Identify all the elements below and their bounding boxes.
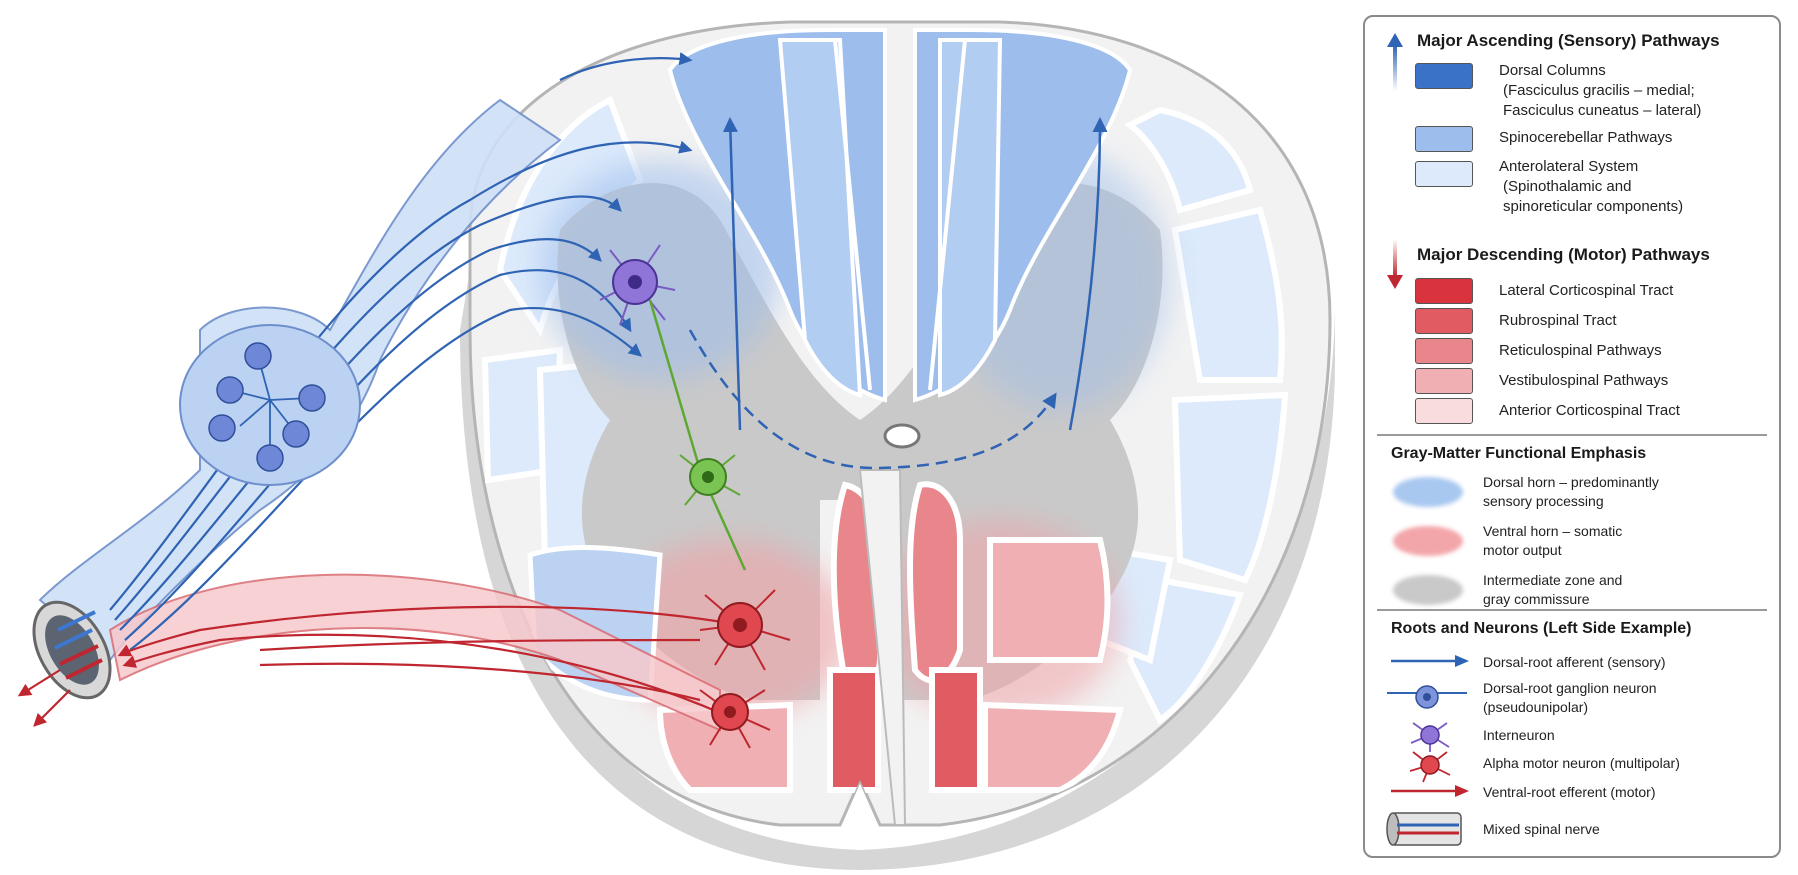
- interneuron-icon: [1410, 722, 1450, 752]
- swatch-spinocerebellar: [1415, 126, 1473, 152]
- interneuron-cell: [599, 244, 676, 326]
- ganglion-neuron-icon: [1387, 685, 1467, 709]
- dorsal-root-ganglion: [179, 324, 361, 486]
- swatch-reticulospinal: [1415, 338, 1473, 364]
- legend-panel: Major Ascending (Sensory) Pathways Dorsa…: [1363, 15, 1781, 858]
- dorsal-root-afferents: [109, 52, 693, 651]
- swatch-dorsal-columns: [1415, 63, 1473, 89]
- afferent-arrow-icon: [1391, 655, 1469, 667]
- intermediate-zone-swatch: [1393, 575, 1463, 605]
- central-canal: [883, 423, 921, 449]
- dorsal-horn-sensory-glow: [540, 160, 780, 380]
- label-efferent: Ventral-root efferent (motor): [1483, 784, 1656, 800]
- label-dorsal-horn: Dorsal horn – predominantly sensory proc…: [1483, 474, 1659, 509]
- ventral-root-efferents: [17, 605, 741, 727]
- label-mixed-spinal-nerve: Mixed spinal nerve: [1483, 821, 1600, 837]
- label-ganglion-neuron: Dorsal-root ganglion neuron (pseudounipo…: [1483, 680, 1657, 715]
- ascending-heading: Major Ascending (Sensory) Pathways: [1417, 31, 1720, 50]
- label-dorsal-columns: Dorsal Columns (Fasciculus gracilis – me…: [1499, 62, 1702, 119]
- label-alpha-motor-neuron: Alpha motor neuron (multipolar): [1483, 755, 1680, 771]
- spinal-cord-diagram: [17, 20, 1335, 870]
- mixed-spinal-nerve-icon: [1386, 812, 1462, 846]
- alpha-motor-neuron-cells: [699, 589, 791, 749]
- divider-2: [1377, 609, 1767, 611]
- ventral-horn-swatch: [1393, 526, 1463, 556]
- alpha-motor-neuron-icon: [1409, 751, 1451, 783]
- swatch-anterolateral: [1415, 161, 1473, 187]
- label-lateral-corticospinal: Lateral Corticospinal Tract: [1499, 282, 1674, 299]
- descending-heading: Major Descending (Motor) Pathways: [1417, 245, 1710, 264]
- descending-tracts: [656, 481, 1124, 793]
- roots-heading: Roots and Neurons (Left Side Example): [1391, 620, 1692, 637]
- label-spinocerebellar: Spinocerebellar Pathways: [1499, 129, 1673, 146]
- label-rubrospinal: Rubrospinal Tract: [1499, 312, 1617, 329]
- label-intermediate-zone: Intermediate zone and gray commissure: [1483, 572, 1623, 607]
- label-anterior-corticospinal: Anterior Corticospinal Tract: [1499, 402, 1680, 419]
- ascending-arrows: [688, 117, 1108, 470]
- swatch-lateral-corticospinal: [1415, 278, 1473, 304]
- label-ventral-horn: Ventral horn – somatic motor output: [1483, 523, 1623, 558]
- ascending-arrow-icon: [1387, 33, 1403, 91]
- label-vestibulospinal: Vestibulospinal Pathways: [1499, 372, 1669, 389]
- label-reticulospinal: Reticulospinal Pathways: [1499, 342, 1662, 359]
- swatch-vestibulospinal: [1415, 368, 1473, 394]
- anterolateral-tracts: [481, 95, 1289, 725]
- divider-1: [1377, 434, 1767, 436]
- dorsal-horn-swatch: [1393, 477, 1463, 507]
- gray-matter-heading: Gray-Matter Functional Emphasis: [1391, 445, 1647, 462]
- label-anterolateral: Anterolateral System (Spinothalamic and …: [1499, 158, 1684, 215]
- descending-arrow-icon: [1387, 239, 1403, 289]
- swatch-rubrospinal: [1415, 308, 1473, 334]
- swatch-anterior-corticospinal: [1415, 398, 1473, 424]
- label-afferent: Dorsal-root afferent (sensory): [1483, 654, 1666, 670]
- efferent-arrow-icon: [1391, 785, 1469, 797]
- label-interneuron: Interneuron: [1483, 727, 1555, 743]
- green-neuron-cell: [679, 454, 741, 506]
